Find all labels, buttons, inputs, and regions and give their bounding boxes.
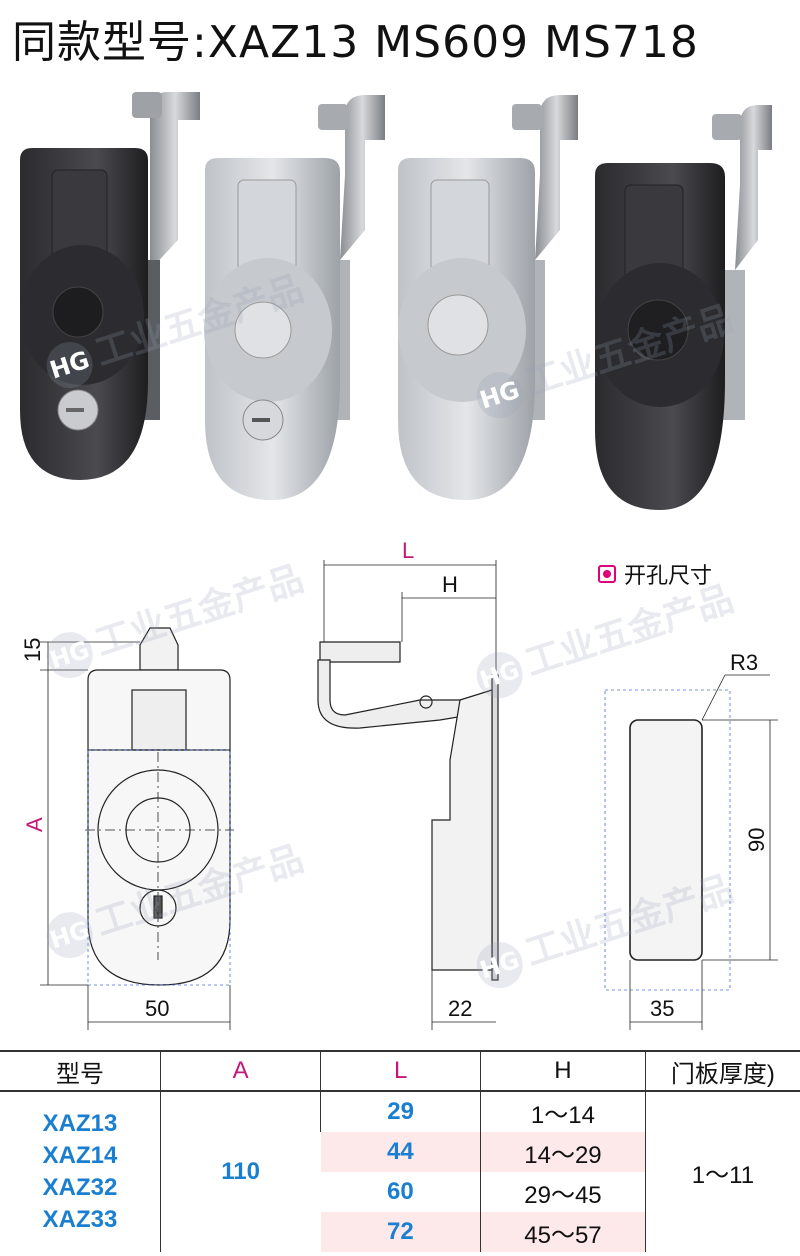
dim-label-50: 50 <box>145 996 169 1021</box>
latch-photo-black-keyed <box>20 92 200 480</box>
cell-h: 45～57 <box>480 1212 646 1252</box>
latch-photo-silver-keyed <box>204 95 385 500</box>
model-name: XAZ33 <box>42 1206 118 1233</box>
product-photos <box>20 92 772 510</box>
cell-l: 72 <box>320 1212 481 1252</box>
dim-label-l: L <box>402 538 414 563</box>
spec-table: 型号 A L H 门板厚度) XAZ13 XAZ14 XAZ32 XAZ33 1… <box>0 1050 800 1252</box>
dim-label-15: 15 <box>20 638 45 662</box>
cell-l: 60 <box>387 1178 414 1205</box>
table-row: XAZ13 XAZ14 XAZ32 XAZ33 110 29 1～14 1～11 <box>0 1091 800 1252</box>
legend-label: 开孔尺寸 <box>624 564 713 589</box>
page-title: 同款型号:XAZ13 MS609 MS718 <box>12 17 699 68</box>
cell-l: 29 <box>320 1091 481 1132</box>
header-model: 型号 <box>0 1050 161 1092</box>
model-list: XAZ13 XAZ14 XAZ32 XAZ33 <box>0 1091 161 1252</box>
dim-label-r3: R3 <box>730 650 758 675</box>
cell-h: 14～29 <box>480 1132 646 1172</box>
cutout-legend: 开孔尺寸 <box>598 558 712 590</box>
dim-label-35: 35 <box>650 996 674 1021</box>
dim-label-22: 22 <box>448 996 472 1021</box>
side-view-drawing <box>317 560 499 1030</box>
model-name: XAZ14 <box>42 1142 118 1169</box>
model-name: XAZ13 <box>42 1110 118 1137</box>
front-view-drawing <box>40 627 234 1030</box>
cell-a: 110 <box>159 1091 321 1252</box>
header-l: L <box>320 1050 481 1092</box>
dim-label-h: H <box>442 572 458 597</box>
technical-drawings: 15 A 50 L H 22 R3 90 35 <box>20 538 778 1030</box>
legend-marker-icon <box>598 565 616 583</box>
header-h: H <box>480 1050 646 1092</box>
header-thickness: 门板厚度) <box>644 1050 800 1092</box>
cell-thickness: 1～11 <box>644 1091 800 1252</box>
dim-label-90: 90 <box>744 828 769 852</box>
latch-photo-silver <box>398 95 578 500</box>
table-row: 60 29～45 <box>0 1172 800 1212</box>
cell-l: 44 <box>320 1132 481 1172</box>
cutout-drawing <box>604 674 778 1030</box>
cell-h: 1～14 <box>480 1091 646 1132</box>
cell-h: 29～45 <box>480 1172 646 1212</box>
model-name: XAZ32 <box>42 1174 118 1201</box>
header-a: A <box>159 1050 321 1092</box>
table-header-row: 型号 A L H 门板厚度) <box>0 1050 800 1092</box>
dim-label-a: A <box>22 817 47 832</box>
latch-photo-black <box>595 105 772 510</box>
